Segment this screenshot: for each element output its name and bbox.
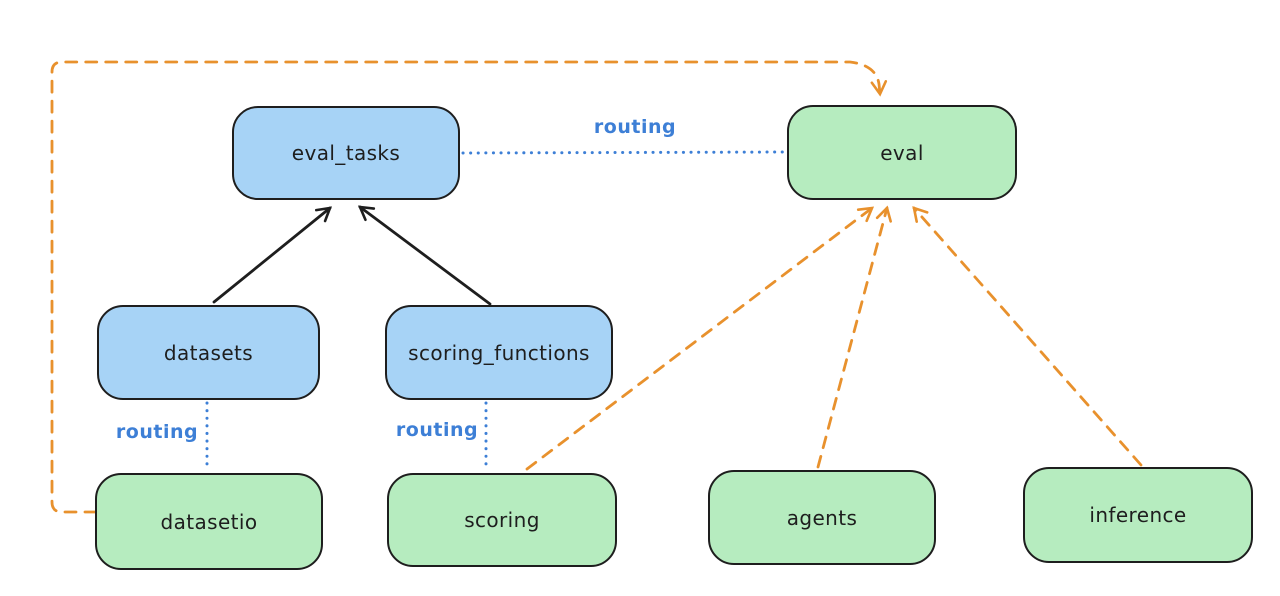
node-inference[interactable]: inference	[1023, 467, 1253, 563]
node-scoring-functions[interactable]: scoring_functions	[385, 305, 613, 400]
node-scoring[interactable]: scoring	[387, 473, 617, 567]
edge-scoring-to-eval	[525, 206, 875, 471]
edge-scoring-functions-to-eval-tasks	[357, 205, 492, 306]
routing-label-middle: routing	[395, 419, 479, 441]
node-eval[interactable]: eval	[787, 105, 1017, 200]
node-inference-label: inference	[1089, 503, 1187, 527]
node-datasetio-label: datasetio	[160, 509, 258, 534]
node-eval-tasks-label: eval_tasks	[291, 141, 401, 165]
edge-eval-tasks-to-eval-routing	[461, 150, 787, 155]
node-scoring-functions-label: scoring_functions	[408, 340, 590, 365]
edge-datasets-to-eval-tasks	[212, 206, 333, 304]
node-datasets-label: datasets	[163, 340, 254, 365]
node-datasetio[interactable]: datasetio	[95, 473, 323, 570]
edge-inference-to-eval	[912, 206, 1143, 467]
node-agents[interactable]: agents	[708, 470, 936, 565]
edge-agents-to-eval	[816, 205, 892, 469]
node-scoring-label: scoring	[464, 508, 540, 532]
edge-datasetio-to-eval	[50, 60, 888, 514]
node-eval-label: eval	[880, 140, 924, 165]
routing-label-left: routing	[115, 421, 199, 443]
node-agents-label: agents	[786, 505, 858, 530]
routing-label-top: routing	[593, 116, 677, 138]
node-eval-tasks[interactable]: eval_tasks	[232, 106, 460, 200]
node-datasets[interactable]: datasets	[97, 305, 320, 400]
